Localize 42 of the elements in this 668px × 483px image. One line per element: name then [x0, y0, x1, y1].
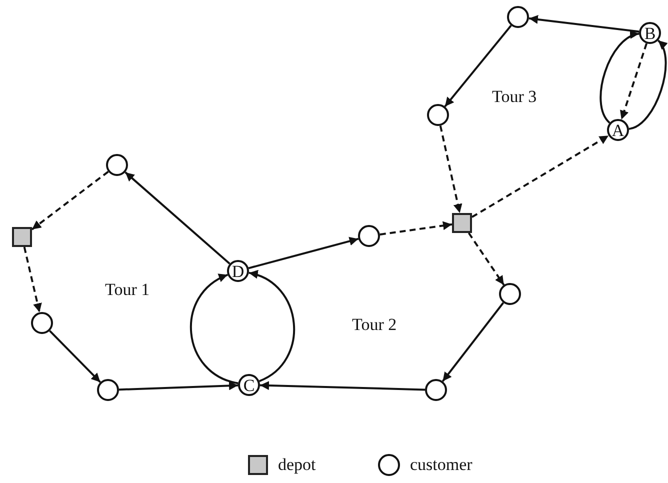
arrow — [248, 271, 295, 382]
arrow — [248, 236, 359, 270]
legend-text: customer — [410, 455, 472, 475]
node-letter: B — [644, 24, 656, 42]
arrow — [118, 381, 238, 391]
dashed-arrow — [23, 246, 42, 313]
arrow — [260, 381, 426, 391]
dashed-arrow — [380, 221, 452, 236]
legend-text: depot — [278, 455, 316, 475]
arrow — [124, 172, 230, 264]
customer-circle — [31, 312, 53, 334]
tour-label: Tour 1 — [105, 280, 150, 300]
arrow — [444, 24, 512, 108]
customer-circle — [427, 104, 449, 126]
arrow — [190, 274, 238, 384]
customer-circle — [358, 225, 380, 247]
node-letter: A — [612, 122, 624, 138]
arrow — [442, 302, 504, 382]
arrow — [49, 330, 101, 383]
dashed-arrow — [468, 232, 505, 286]
dashed-arrow — [439, 126, 462, 214]
customer-circle — [499, 283, 521, 305]
customer-circle — [97, 379, 119, 401]
tour-label: Tour 3 — [492, 87, 537, 107]
node-letter: C — [243, 376, 255, 394]
arrow — [528, 14, 640, 33]
customer-circle — [238, 374, 260, 396]
customer-circle — [639, 22, 661, 44]
node-letter: D — [232, 262, 244, 280]
tour-label: Tour 2 — [352, 315, 397, 335]
customer-circle — [507, 6, 529, 28]
arrow — [628, 40, 668, 130]
arrow — [600, 32, 640, 124]
customer-circle — [106, 154, 128, 176]
depot-square — [12, 227, 32, 247]
customer-circle — [607, 119, 629, 141]
depot-square — [452, 213, 472, 233]
dashed-arrow — [620, 43, 648, 120]
dashed-arrow — [31, 170, 109, 230]
dashed-arrow — [471, 134, 610, 218]
customer-circle — [425, 379, 447, 401]
customer-circle — [227, 260, 249, 282]
